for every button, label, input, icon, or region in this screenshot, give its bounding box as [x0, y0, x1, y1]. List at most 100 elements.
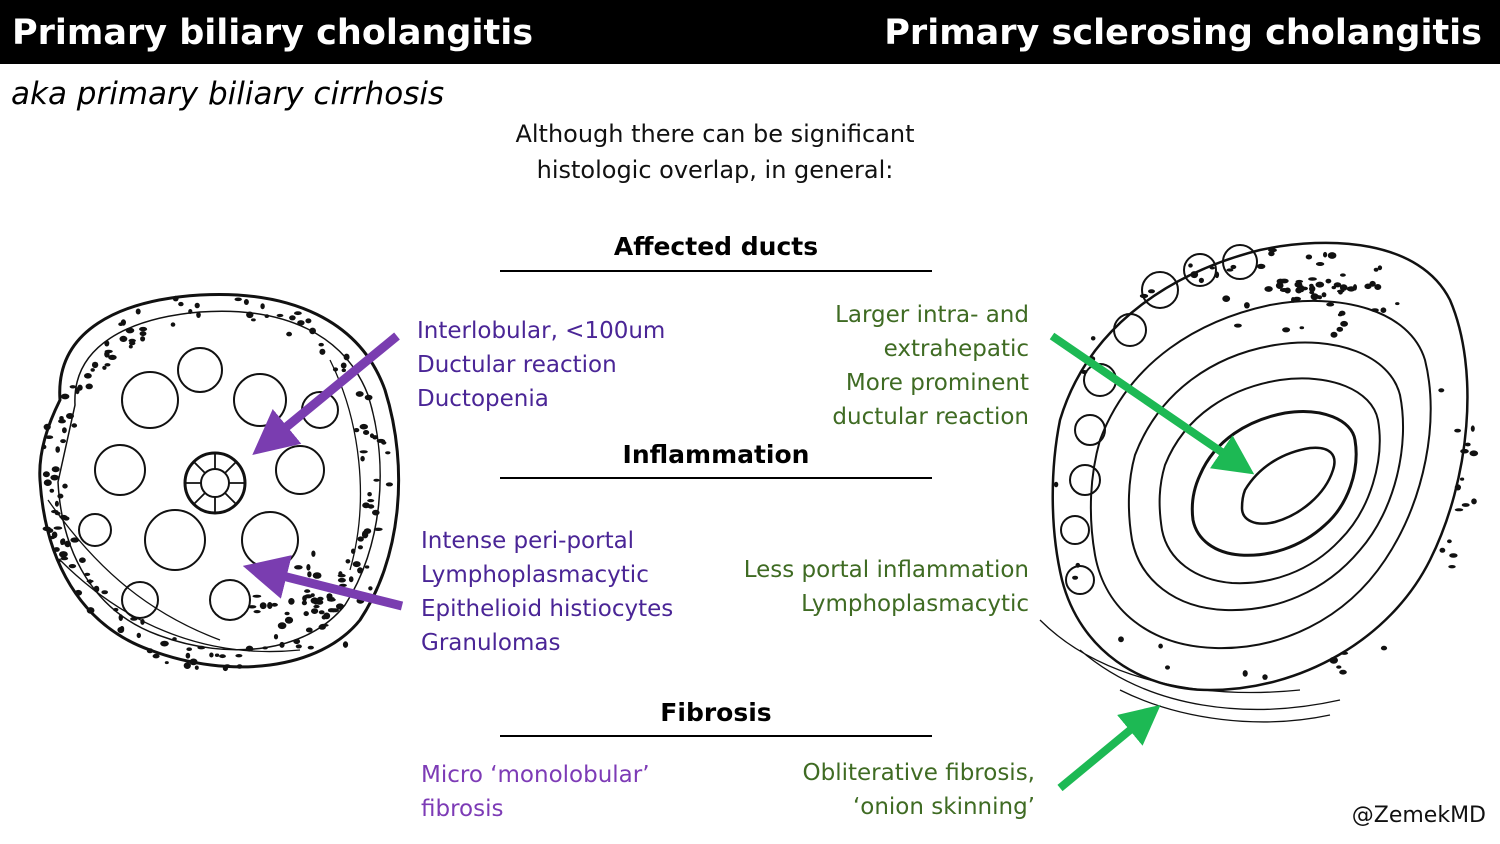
inflammatory-cell — [373, 478, 380, 482]
inflammatory-cell — [363, 430, 370, 435]
inflammatory-cell — [125, 327, 135, 334]
intro-line-2: histologic overlap, in general: — [536, 156, 894, 184]
inflammatory-cell — [1234, 323, 1242, 328]
inflammatory-cell — [172, 295, 179, 302]
intro-line-1: Although there can be significant — [515, 120, 915, 148]
inflammatory-cell — [140, 336, 146, 342]
inflammatory-cell — [311, 550, 316, 557]
inflammatory-cell — [66, 413, 74, 419]
inflammatory-cell — [372, 509, 380, 516]
inflammatory-cell — [1295, 279, 1304, 283]
inflammatory-cell — [1327, 252, 1337, 259]
inflammatory-cell — [49, 488, 55, 493]
inflammatory-cell — [62, 427, 67, 434]
inflammatory-cell — [1308, 277, 1317, 281]
inflammatory-cell — [286, 331, 292, 337]
inflammatory-cell — [1244, 302, 1250, 309]
inflammatory-cell — [313, 604, 320, 609]
pbc-ducts-line: Ductular reaction — [417, 352, 617, 378]
inflammatory-cell — [84, 373, 92, 379]
inflammatory-cell — [262, 646, 268, 650]
inflammatory-cell — [348, 576, 354, 583]
inflammatory-cell — [1305, 254, 1313, 260]
divider-affected-ducts — [500, 270, 932, 272]
inflammatory-cell — [1336, 326, 1344, 332]
inflammatory-cell — [42, 444, 47, 450]
inflammatory-cell — [152, 653, 160, 659]
inflammatory-cell — [79, 557, 86, 563]
inflammatory-cell — [183, 662, 191, 669]
inflammatory-cell — [1053, 481, 1059, 488]
inflammatory-cell — [189, 658, 198, 666]
divider-inflammation — [500, 477, 932, 479]
inflammatory-cell — [294, 311, 302, 316]
inflammatory-cell — [316, 597, 322, 604]
inflammatory-cell — [164, 661, 169, 665]
psc-inflammation-line: Lymphoplasmacytic — [801, 591, 1029, 617]
inflammatory-cell — [302, 595, 307, 602]
inflammatory-cell — [385, 451, 391, 455]
inflammatory-cell — [307, 571, 312, 578]
inflammatory-cell — [352, 561, 361, 568]
inflammatory-cell — [1439, 547, 1446, 553]
inflammatory-cell — [279, 641, 285, 648]
inflammatory-cell — [59, 514, 68, 519]
inflammatory-cell — [1262, 674, 1268, 680]
inflammatory-cell — [367, 504, 375, 509]
inflammatory-cell — [1317, 295, 1323, 300]
inflammatory-cell — [301, 600, 307, 606]
psc-inflammation-text: Less portal inflammation Lymphoplasmacyt… — [744, 553, 1029, 621]
inflammatory-cell — [1340, 273, 1346, 277]
inflammatory-cell — [345, 559, 351, 564]
inflammatory-cell — [1309, 283, 1314, 288]
psc-inflammation-line: Less portal inflammation — [743, 557, 1029, 583]
inflammatory-cell — [139, 326, 148, 332]
inflammatory-cell — [267, 602, 273, 609]
inflammatory-cell — [1256, 263, 1266, 269]
inflammatory-cell — [330, 597, 335, 601]
inflammatory-cell — [71, 423, 78, 428]
inflammatory-cell — [118, 322, 124, 327]
inflammatory-cell — [104, 363, 111, 367]
pbc-ducts-line: Ductopenia — [417, 386, 549, 412]
inflammatory-cell — [319, 348, 326, 355]
inflammatory-cell — [295, 644, 302, 649]
inflammatory-cell — [1454, 484, 1461, 491]
inflammatory-cell — [1075, 562, 1081, 568]
inflammatory-cell — [1364, 283, 1372, 290]
inflammatory-cell — [360, 455, 365, 462]
inflammatory-cell — [1165, 665, 1170, 670]
inflammatory-cell — [1464, 442, 1471, 447]
header-bar — [0, 0, 1500, 64]
inflammatory-cell — [251, 318, 256, 322]
inflammatory-cell — [277, 622, 287, 630]
pbc-inflammation-line: Granulomas — [421, 630, 561, 656]
inflammatory-cell — [271, 602, 278, 607]
inflammatory-cell — [1072, 575, 1079, 580]
inflammatory-cell — [130, 617, 138, 621]
inflammatory-cell — [1329, 656, 1338, 664]
inflammatory-cell — [337, 577, 346, 583]
inflammatory-cell — [64, 540, 71, 548]
inflammatory-cell — [234, 297, 242, 302]
inflammatory-cell — [1279, 278, 1289, 284]
inflammatory-cell — [1374, 284, 1382, 290]
inflammatory-cell — [1339, 284, 1348, 291]
inflammatory-cell — [235, 654, 243, 658]
inflammatory-cell — [305, 318, 312, 324]
inflammatory-cell — [101, 590, 108, 595]
inflammatory-cell — [276, 313, 284, 318]
inflammatory-cell — [43, 423, 51, 431]
inflammatory-cell — [42, 526, 51, 532]
inflammatory-cell — [1326, 302, 1335, 307]
inflammatory-cell — [259, 602, 267, 610]
inflammatory-cell — [86, 579, 94, 583]
psc-title: Primary sclerosing cholangitis — [884, 13, 1482, 53]
inflammatory-cell — [1461, 503, 1470, 507]
inflammatory-cell — [1353, 284, 1357, 291]
inflammatory-cell — [1380, 307, 1387, 314]
inflammatory-cell — [60, 556, 69, 561]
inflammatory-cell — [85, 383, 93, 390]
inflammatory-cell — [1454, 508, 1464, 512]
inflammatory-cell — [309, 327, 316, 335]
